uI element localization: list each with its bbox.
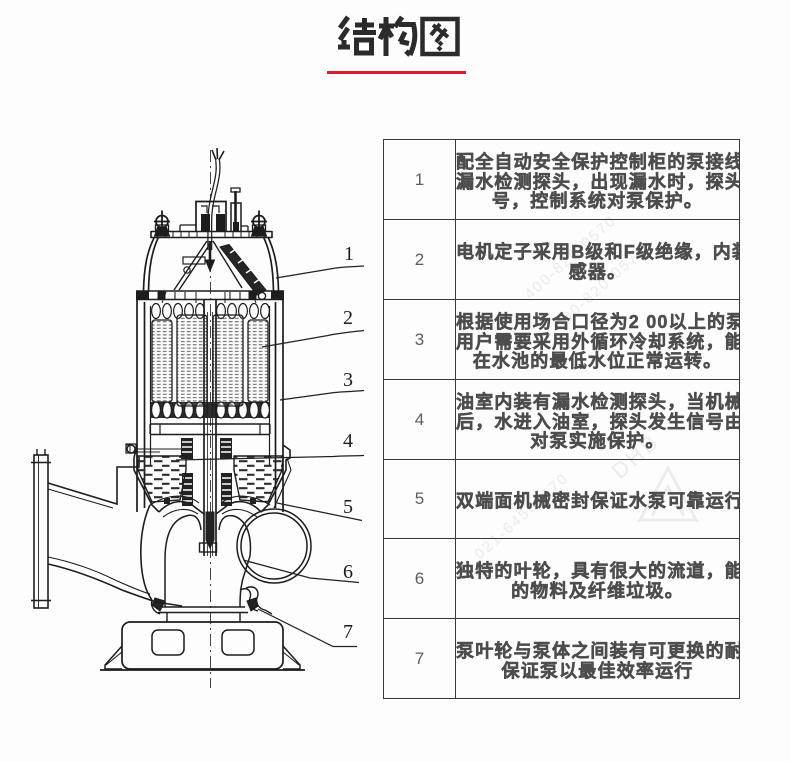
svg-text:7: 7 bbox=[343, 621, 353, 643]
svg-text:2: 2 bbox=[343, 307, 353, 329]
svg-text:5: 5 bbox=[343, 496, 353, 518]
svg-text:4: 4 bbox=[343, 430, 353, 452]
svg-text:3: 3 bbox=[343, 369, 353, 391]
svg-text:1: 1 bbox=[344, 243, 354, 265]
svg-text:6: 6 bbox=[343, 561, 353, 583]
